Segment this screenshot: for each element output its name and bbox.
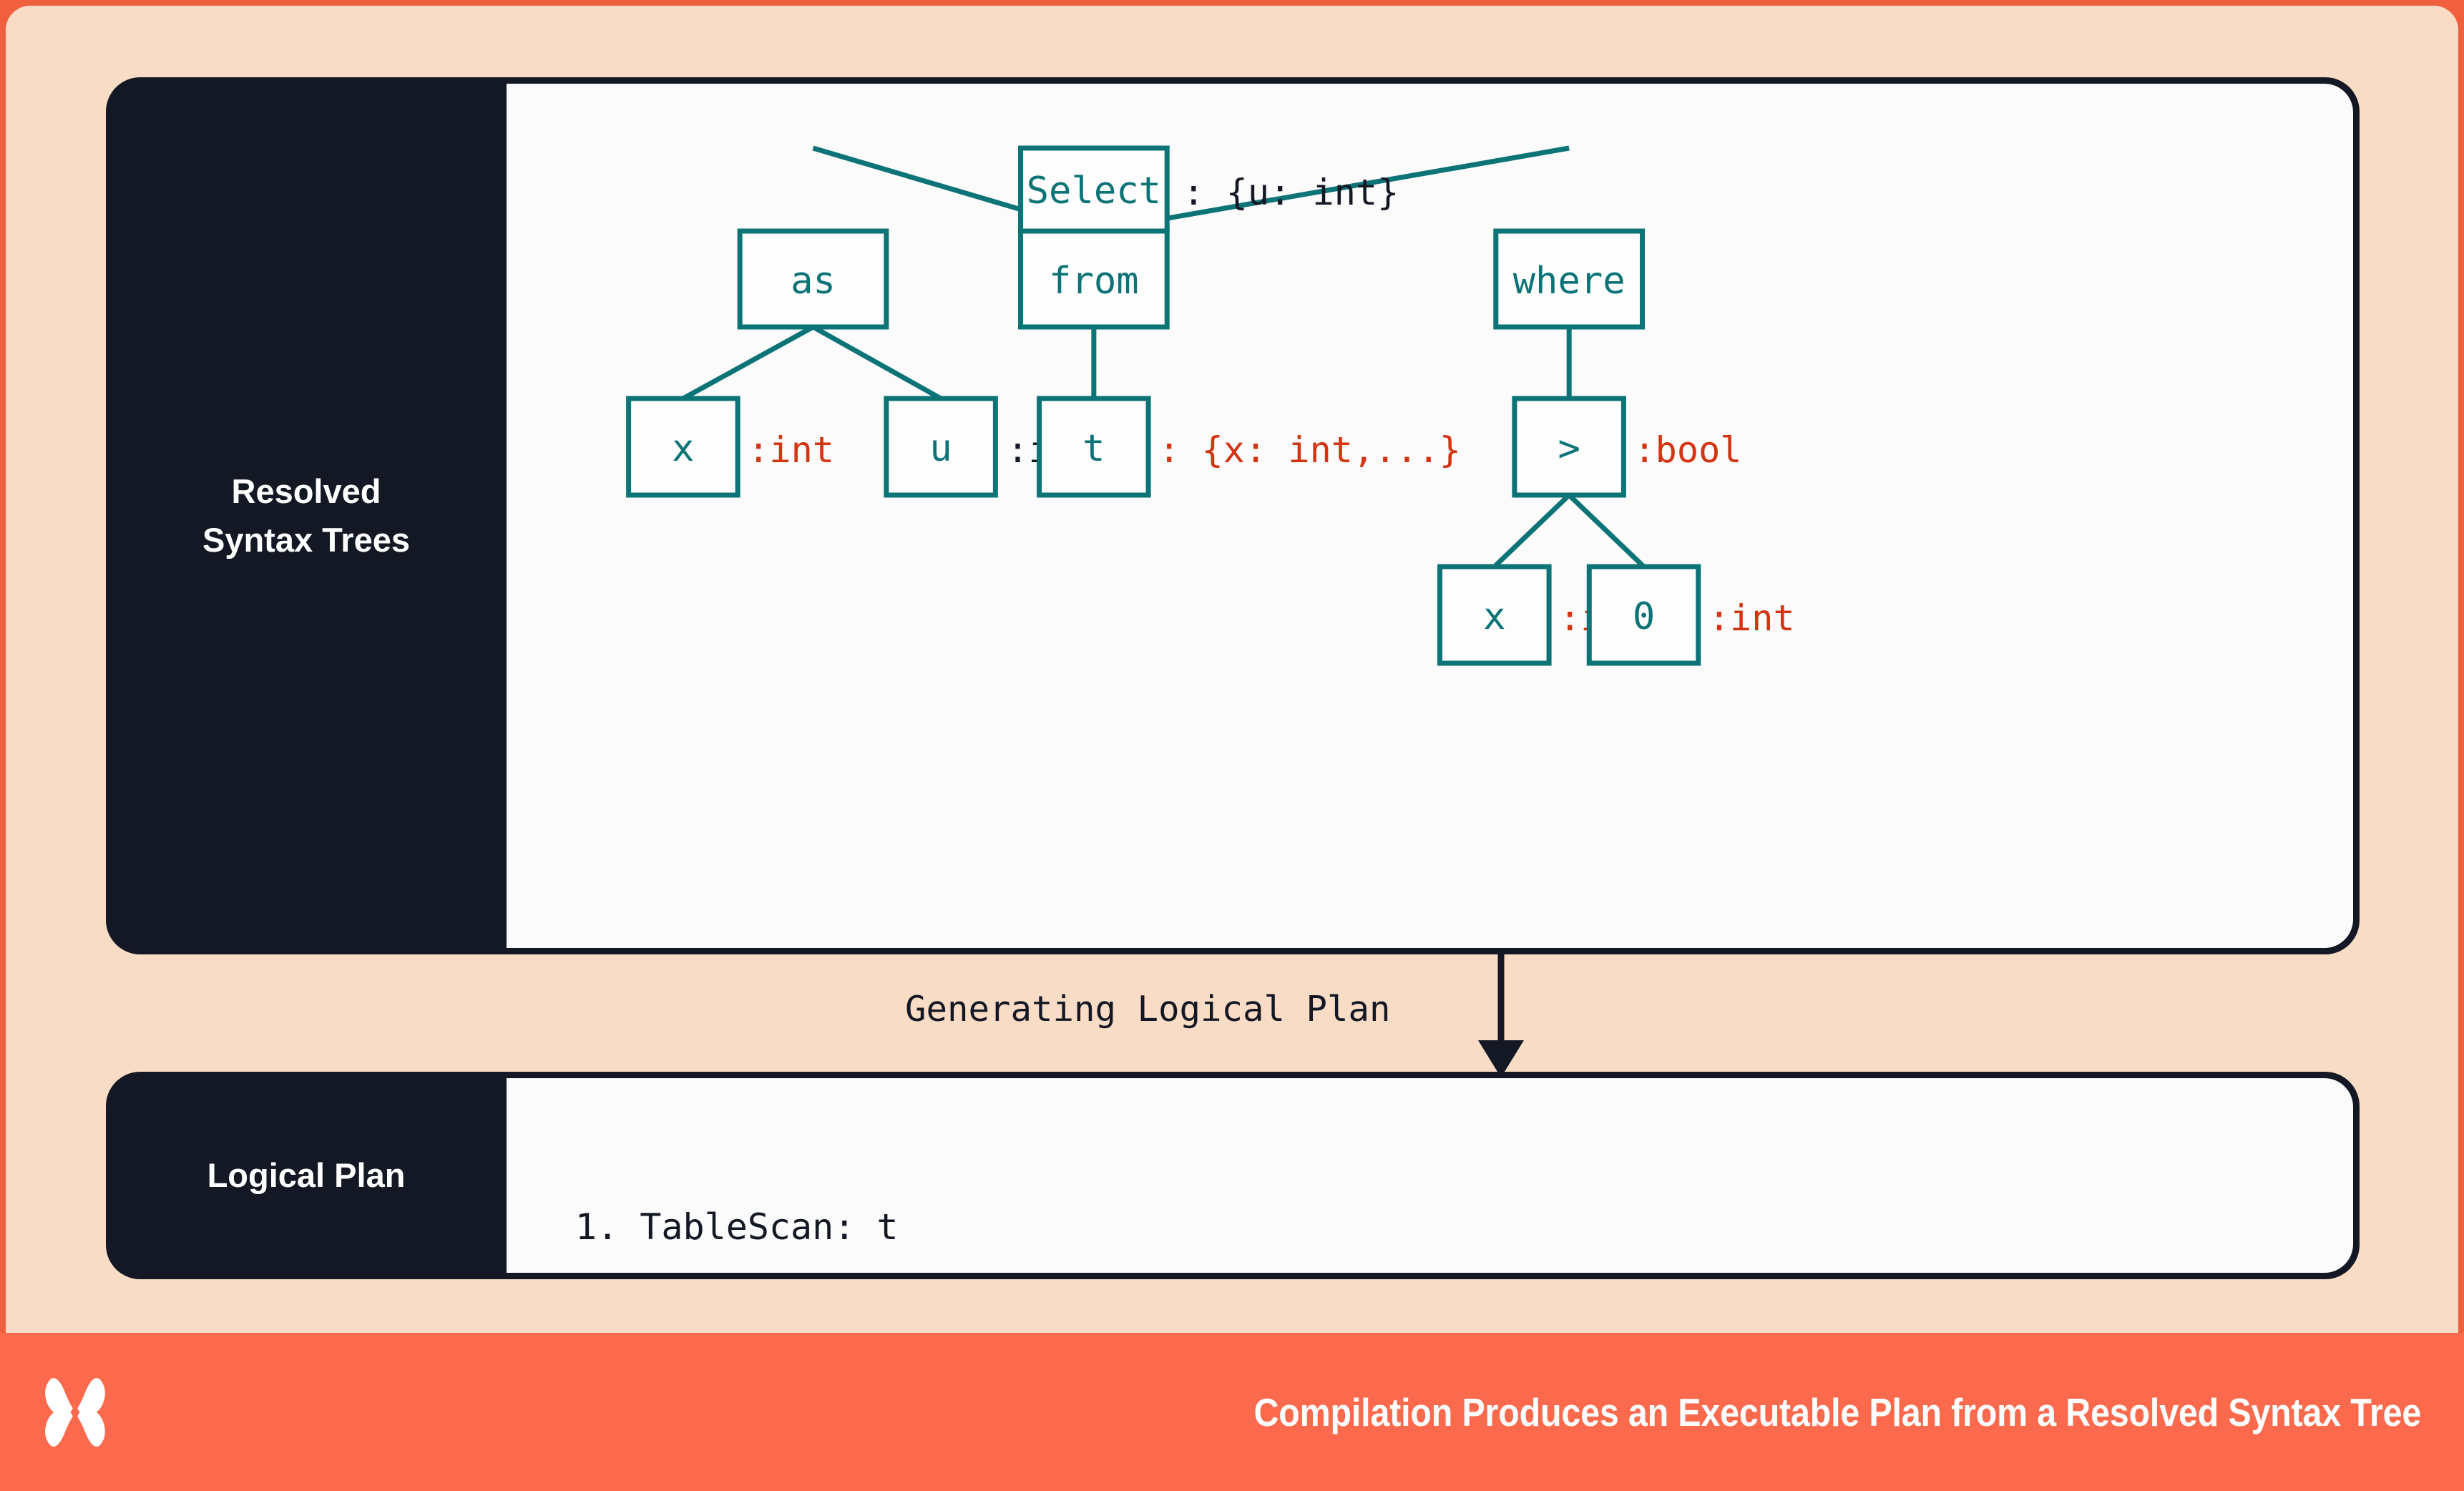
footer-bar: Compilation Produces an Executable Plan … — [0, 1333, 2464, 1491]
resolved-syntax-trees-card: Resolved Syntax Trees — [106, 77, 2360, 954]
bowtie-logo — [45, 1378, 105, 1447]
page-frame: Resolved Syntax Trees — [6, 6, 2458, 1333]
tree-node-where[interactable]: where — [1493, 228, 1646, 330]
tree-node-as-x[interactable]: x — [626, 396, 740, 498]
tree-node-gt-0[interactable]: 0 — [1586, 564, 1701, 666]
tree-node-from-t[interactable]: t — [1037, 396, 1151, 498]
tree-node-gt[interactable]: > — [1512, 396, 1626, 498]
node-box-where — [1493, 228, 1646, 330]
edge-gt-0 — [1567, 493, 1646, 569]
node-label-gt: > — [1558, 427, 1580, 470]
tree-node-as[interactable]: as — [737, 228, 889, 330]
edge-gt-x — [1492, 493, 1571, 569]
node-label-where: where — [1513, 260, 1625, 303]
annotation-as-x: :int — [748, 429, 834, 471]
plan-card-sidebar: Logical Plan — [106, 1072, 507, 1279]
logical-plan-card: Logical Plan 1. TableScan: t 2. Filter: … — [106, 1072, 2360, 1279]
node-box-from — [1017, 228, 1170, 330]
node-label-as-x: x — [672, 427, 694, 470]
node-box-from-t — [1037, 396, 1151, 498]
tree-node-from[interactable]: from — [1017, 228, 1170, 330]
footer-title: Compilation Produces an Executable Plan … — [1253, 1389, 2421, 1434]
tree-card-label-line1: Resolved — [231, 471, 381, 510]
node-label-from: from — [1049, 260, 1139, 303]
transition-region: Generating Logical Plan — [106, 949, 2360, 1077]
down-arrow-icon — [1478, 949, 1524, 1077]
transition-label: Generating Logical Plan — [905, 989, 1391, 1030]
tree-card-body: Select : {u: int} as from where — [507, 84, 2353, 948]
tree-node-select[interactable]: Select — [1017, 145, 1170, 234]
node-box-select — [1017, 145, 1170, 234]
node-box-as — [737, 228, 889, 330]
node-label-from-t: t — [1082, 427, 1105, 470]
node-label-as-u: u — [929, 427, 952, 470]
annotation-from-t: : {x: int,...} — [1158, 429, 1461, 471]
node-box-gt-x — [1437, 564, 1552, 666]
tree-edges — [682, 145, 1646, 569]
node-label-gt-x: x — [1483, 595, 1505, 638]
annotation-gt: :bool — [1633, 429, 1741, 471]
node-label-gt-0: 0 — [1633, 595, 1655, 638]
tree-card-sidebar: Resolved Syntax Trees — [106, 77, 507, 954]
node-box-as-u — [884, 396, 998, 498]
syntax-tree-diagram: Select : {u: int} as from where — [626, 145, 1795, 666]
node-label-as: as — [791, 260, 836, 303]
node-label-select: Select — [1027, 170, 1161, 212]
node-box-gt-0 — [1586, 564, 1701, 666]
annotation-gt-0: :int — [1708, 597, 1795, 639]
tree-card-label-line2: Syntax Trees — [202, 521, 410, 559]
edge-select-where — [1093, 145, 1570, 234]
edge-as-x — [682, 324, 815, 401]
tree-node-gt-x[interactable]: x — [1437, 564, 1552, 666]
plan-card-body: 1. TableScan: t 2. Filter: t.x > 0 3. Pr… — [507, 1078, 2353, 1273]
tree-node-as-u[interactable]: u — [884, 396, 998, 498]
node-box-gt — [1512, 396, 1626, 498]
node-box-as-x — [626, 396, 740, 498]
edge-as-u — [811, 324, 942, 401]
plan-step: 1. TableScan: t — [575, 1206, 899, 1248]
annotation-select: : {u: int} — [1183, 172, 1399, 213]
plan-card-label: Logical Plan — [207, 1155, 406, 1194]
logical-plan-steps: 1. TableScan: t 2. Filter: t.x > 0 3. Pr… — [575, 1104, 1070, 1273]
